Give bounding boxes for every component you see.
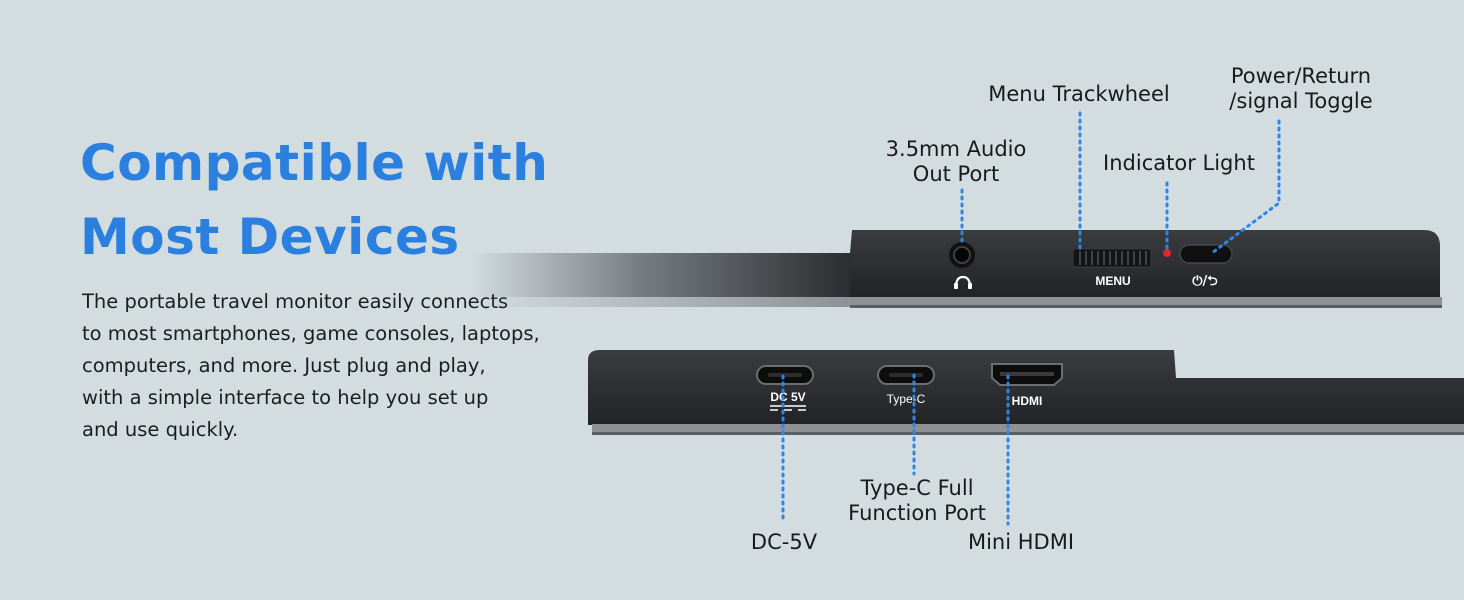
description-line-2: to most smartphones, game consoles, lapt… <box>82 322 540 345</box>
description-text: The portable travel monitor easily conne… <box>82 286 582 446</box>
label-audio-line-2: Out Port <box>912 162 1000 186</box>
page-title: Compatible with Most Devices <box>80 126 640 274</box>
top-side-panel <box>470 230 1442 308</box>
label-power-line-1: Power/Return <box>1230 64 1372 88</box>
label-menu-trackwheel: Menu Trackwheel <box>981 82 1177 107</box>
typec-port <box>877 365 935 385</box>
description-line-1: The portable travel monitor easily conne… <box>82 290 509 313</box>
hdmi-marking: HDMI <box>1012 394 1043 408</box>
label-trackwheel-text: Menu Trackwheel <box>988 82 1170 106</box>
label-dc-5v: DC-5V <box>740 530 828 555</box>
leader-power <box>1210 119 1281 255</box>
dc-symbol-icon <box>770 405 806 411</box>
audio-port <box>949 242 975 268</box>
label-hdmi-text: Mini HDMI <box>967 530 1075 554</box>
hdmi-port <box>991 363 1063 386</box>
label-power-toggle: Power/Return /signal Toggle <box>1222 64 1380 114</box>
label-mini-hdmi: Mini HDMI <box>958 530 1084 555</box>
label-audio-port: 3.5mm Audio Out Port <box>880 137 1032 187</box>
description-line-5: and use quickly. <box>82 418 239 441</box>
label-indicator-text: Indicator Light <box>1103 151 1255 175</box>
label-typec-port: Type-C Full Function Port <box>842 476 992 526</box>
bottom-side-panel <box>588 350 1464 435</box>
power-symbol-marking: ⏻/⮌ <box>1192 274 1218 289</box>
indicator-light <box>1163 249 1171 257</box>
dc-port <box>756 365 814 385</box>
label-typec-line-2: Function Port <box>848 501 986 525</box>
menu-marking: MENU <box>1095 274 1130 288</box>
typec-marking: Type-C <box>887 392 926 406</box>
headphone-icon <box>954 275 972 289</box>
dc-marking: DC 5V <box>770 390 805 404</box>
leader-lines <box>781 111 1281 526</box>
power-return-icon: ⏻/⮌ <box>1192 274 1218 289</box>
description-line-4: with a simple interface to help you set … <box>82 386 489 409</box>
label-dc-text: DC-5V <box>750 530 818 554</box>
power-toggle <box>1179 244 1233 264</box>
label-audio-line-1: 3.5mm Audio <box>885 137 1027 161</box>
title-line-2: Most Devices <box>80 208 460 266</box>
description-line-3: computers, and more. Just plug and play, <box>82 354 486 377</box>
label-indicator-light: Indicator Light <box>1099 151 1259 176</box>
label-typec-line-1: Type-C Full <box>860 476 974 500</box>
label-power-line-2: /signal Toggle <box>1229 89 1373 113</box>
menu-trackwheel <box>1072 248 1152 268</box>
title-line-1: Compatible with <box>80 134 549 192</box>
